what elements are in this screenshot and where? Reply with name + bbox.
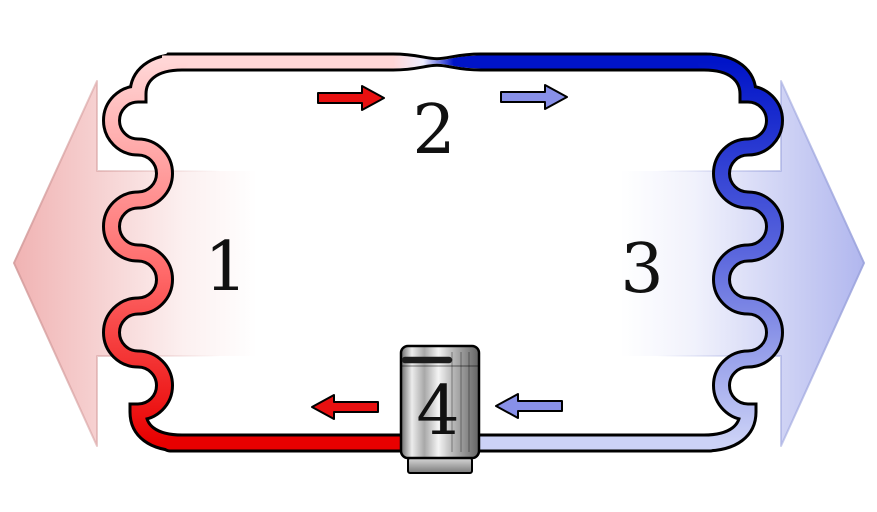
expansion-valve-outline-lower bbox=[166, 63, 708, 72]
label-point-3: 3 bbox=[620, 230, 663, 309]
heat-absorb-arrow-icon bbox=[621, 80, 865, 447]
refrigerant-pipe-top bbox=[162, 52, 712, 72]
stage-labels: 1 2 3 4 bbox=[204, 91, 663, 451]
compressor-ribs bbox=[451, 352, 470, 452]
label-point-4: 4 bbox=[416, 372, 459, 451]
compressor bbox=[399, 344, 481, 474]
hot-flow-top-arrow-icon bbox=[317, 85, 385, 111]
top-pipe-fill bbox=[162, 55, 712, 69]
evaporator-coil-tube bbox=[697, 55, 781, 450]
label-point-2: 2 bbox=[412, 91, 455, 170]
compressor-body bbox=[399, 344, 481, 460]
hot-flow-bottom-arrow-icon bbox=[311, 394, 379, 420]
cold-flow-top-arrow-icon bbox=[500, 84, 568, 110]
expansion-valve-outline-upper bbox=[166, 52, 708, 61]
condenser-coil-tube bbox=[105, 55, 189, 450]
flow-arrows bbox=[311, 84, 568, 420]
cold-flow-bottom-arrow-icon bbox=[495, 393, 563, 419]
label-point-1: 1 bbox=[204, 228, 247, 307]
heat-release-arrow-icon bbox=[13, 80, 257, 447]
compressor-base bbox=[407, 457, 473, 474]
